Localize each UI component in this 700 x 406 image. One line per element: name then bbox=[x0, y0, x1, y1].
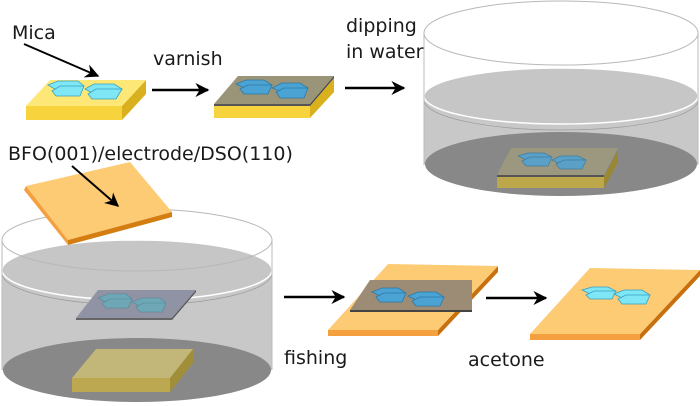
dipping-label-line1: dipping bbox=[346, 15, 417, 37]
mica-pointer-arrow bbox=[23, 43, 100, 78]
substrate-label: BFO(001)/electrode/DSO(110) bbox=[8, 143, 293, 165]
beaker-dipping bbox=[423, 0, 699, 196]
substrate-lowering bbox=[24, 162, 172, 245]
acetone-label: acetone bbox=[468, 349, 545, 371]
mica-slab bbox=[26, 80, 146, 120]
beaker-fishing bbox=[1, 208, 273, 402]
varnished-mica-slab bbox=[214, 76, 334, 118]
final-substrate bbox=[530, 268, 700, 340]
fishing-label: fishing bbox=[284, 347, 347, 369]
transferred-flakes bbox=[580, 286, 651, 305]
varnish-label: varnish bbox=[153, 48, 223, 70]
fished-substrate bbox=[328, 264, 498, 336]
mica-label: Mica bbox=[12, 22, 56, 44]
dipping-label-line2: in water bbox=[346, 41, 424, 63]
varnished-flakes bbox=[235, 79, 309, 99]
mica-flakes bbox=[47, 80, 123, 100]
substrate-pointer-arrow bbox=[71, 165, 120, 207]
